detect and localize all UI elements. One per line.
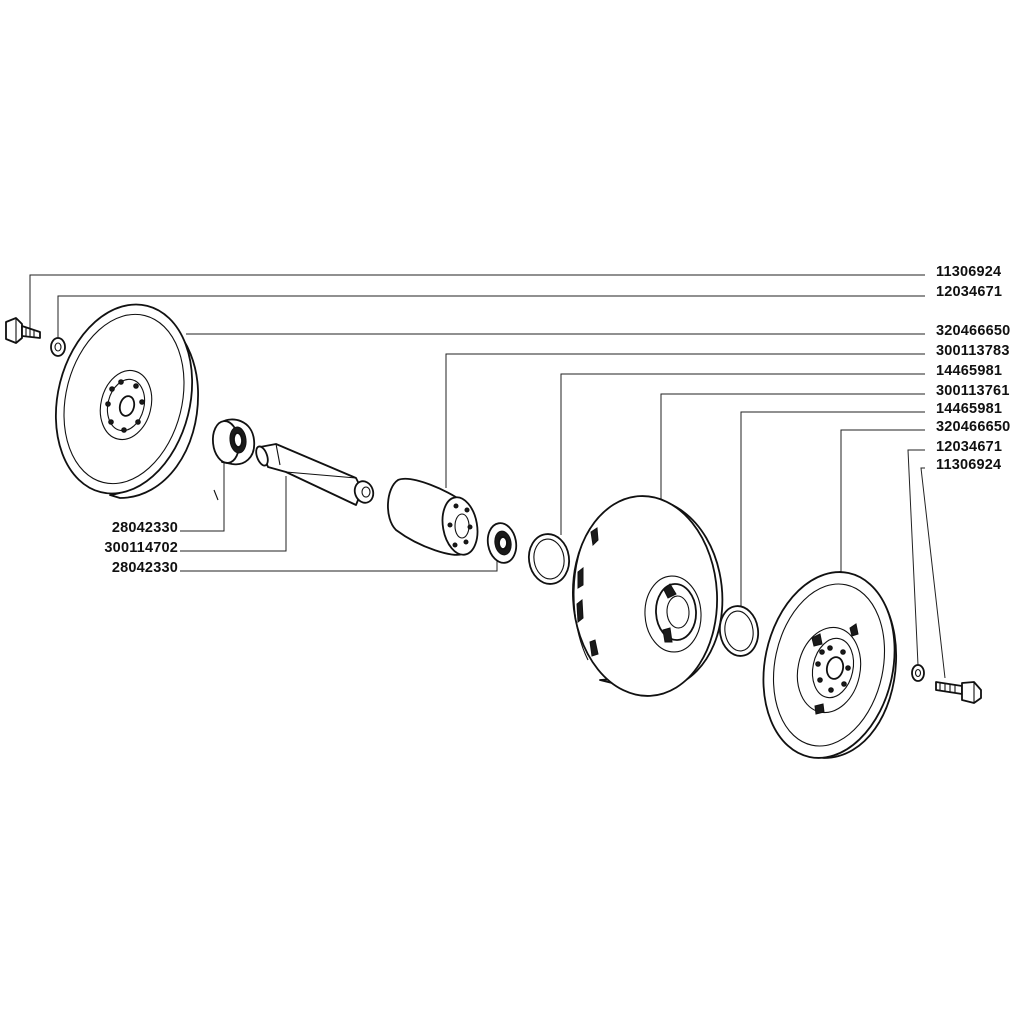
leader-line	[445, 353, 925, 488]
bolt-head	[5, 317, 23, 344]
leader-line	[560, 373, 925, 535]
leader-line	[920, 467, 946, 679]
o-ring-outer	[527, 533, 571, 585]
part-number-label: 12034671	[936, 284, 1002, 300]
right-bolt	[935, 681, 982, 704]
o-ring-outer	[718, 605, 760, 657]
left-bolt	[5, 317, 41, 344]
bearing-inner-race	[233, 432, 243, 448]
hub-bore	[118, 395, 136, 417]
rim-slots	[576, 527, 599, 657]
part-number-label: 11306924	[936, 264, 1001, 280]
left-washer	[50, 337, 66, 357]
center-pulley	[572, 495, 724, 697]
washer-outer	[911, 664, 925, 682]
right-o-ring	[718, 605, 760, 657]
right-ball-bearing	[486, 522, 518, 564]
part-number-label: 11306924	[936, 457, 1001, 473]
leader-line	[907, 449, 925, 666]
part-number-label: 320466650	[936, 323, 1010, 339]
bolt-shank	[21, 325, 41, 339]
leader-line	[840, 429, 925, 575]
leader-line	[180, 476, 287, 552]
leader-line	[180, 454, 225, 532]
bearing-inner-race	[498, 536, 508, 550]
left-ball-bearing	[211, 418, 256, 466]
part-number-label: 14465981	[936, 363, 1002, 379]
hub-bore	[666, 595, 690, 629]
leader-line	[740, 411, 925, 608]
bolt-holes	[105, 379, 145, 433]
hub-flange	[644, 575, 702, 653]
right-washer	[911, 664, 925, 682]
hub-flange	[99, 369, 153, 441]
part-number-label: 28042330	[112, 520, 178, 536]
part-number-label: 12034671	[936, 439, 1002, 455]
shaft-end-face	[255, 445, 269, 467]
bolt-head	[961, 681, 982, 704]
part-number-label: 300114702	[104, 540, 178, 556]
part-number-label: 320466650	[936, 419, 1010, 435]
left-half-pulley	[54, 303, 199, 499]
leader-line	[57, 295, 925, 338]
stray-mark	[213, 489, 219, 501]
sleeve-bolt-holes	[447, 503, 473, 548]
leader-line	[180, 558, 498, 572]
right-half-pulley	[762, 571, 897, 759]
hub-sleeve	[387, 477, 479, 556]
pulley-face	[572, 495, 718, 697]
bolt-holes	[815, 645, 851, 693]
leader-lines	[29, 274, 946, 679]
part-number-label: 28042330	[112, 560, 178, 576]
right-callouts: 11306924 12034671 320466650 300113783 14…	[936, 264, 1010, 473]
shaft	[255, 443, 375, 506]
leader-line	[660, 393, 925, 500]
part-number-label: 14465981	[936, 401, 1002, 417]
rim-groove	[573, 527, 591, 661]
washer-outer	[50, 337, 66, 357]
leader-line	[29, 274, 925, 336]
sleeve-body	[387, 477, 463, 556]
left-callouts: 28042330 300114702 28042330	[104, 520, 178, 576]
part-number-label: 300113761	[936, 383, 1010, 399]
part-number-label: 300113783	[936, 343, 1010, 359]
left-o-ring	[527, 533, 571, 585]
hub-bore	[825, 656, 845, 680]
